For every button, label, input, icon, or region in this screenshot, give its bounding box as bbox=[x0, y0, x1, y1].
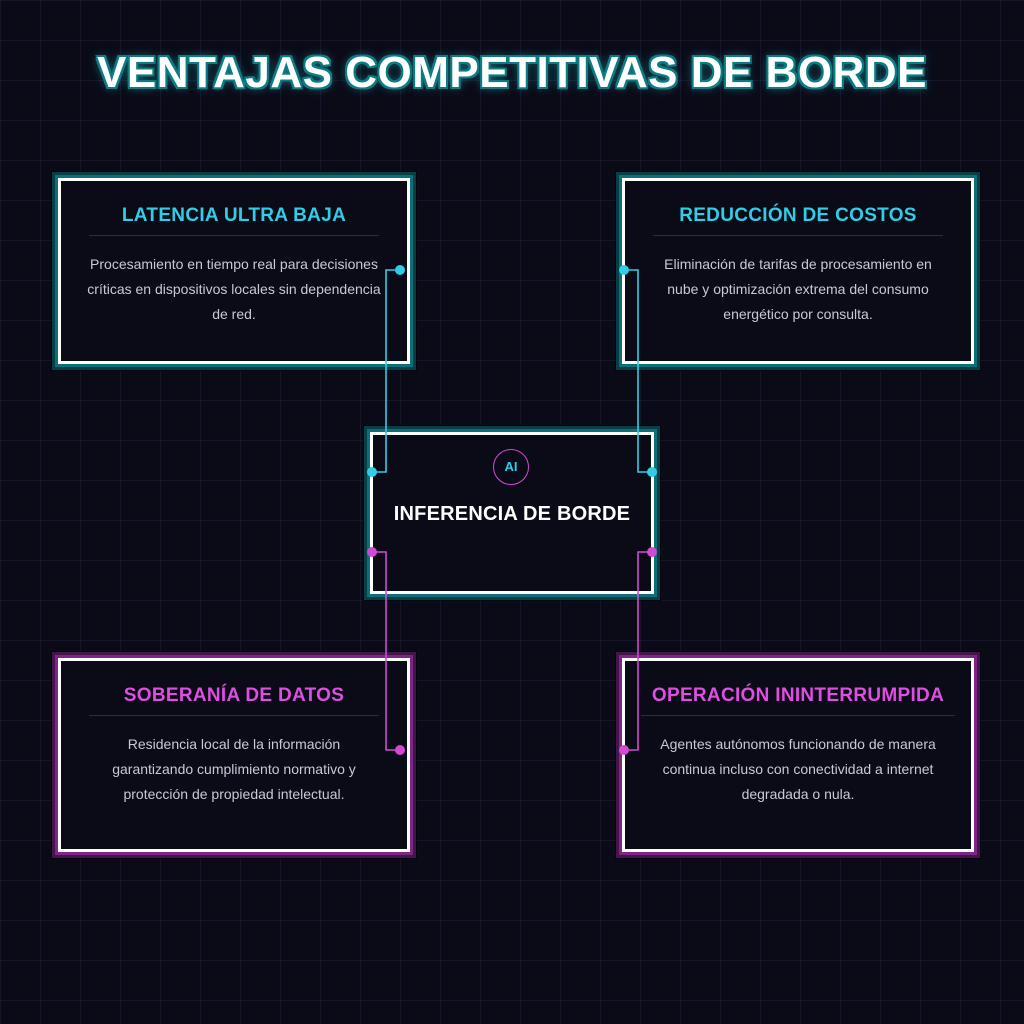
card-latencia: LATENCIA ULTRA BAJA Procesamiento en tie… bbox=[58, 178, 410, 364]
ai-chip-icon: AI bbox=[493, 449, 529, 485]
card-title: REDUCCIÓN DE COSTOS bbox=[653, 205, 943, 236]
card-title: SOBERANÍA DE DATOS bbox=[89, 685, 379, 716]
card-description: Agentes autónomos funcionando de manera … bbox=[660, 736, 936, 802]
card-title: OPERACIÓN ININTERRUMPIDA bbox=[641, 685, 955, 716]
center-node: AI INFERENCIA DE BORDE bbox=[370, 432, 654, 594]
card-soberania: SOBERANÍA DE DATOS Residencia local de l… bbox=[58, 658, 410, 852]
card-costos: REDUCCIÓN DE COSTOS Eliminación de tarif… bbox=[622, 178, 974, 364]
card-title: LATENCIA ULTRA BAJA bbox=[89, 205, 379, 236]
card-operacion: OPERACIÓN ININTERRUMPIDA Agentes autónom… bbox=[622, 658, 974, 852]
center-title: INFERENCIA DE BORDE bbox=[393, 503, 631, 525]
page-title: VENTAJAS COMPETITIVAS DE BORDE bbox=[97, 48, 927, 97]
card-description: Residencia local de la información garan… bbox=[112, 736, 356, 802]
card-description: Procesamiento en tiempo real para decisi… bbox=[87, 256, 381, 322]
card-description: Eliminación de tarifas de procesamiento … bbox=[664, 256, 932, 322]
